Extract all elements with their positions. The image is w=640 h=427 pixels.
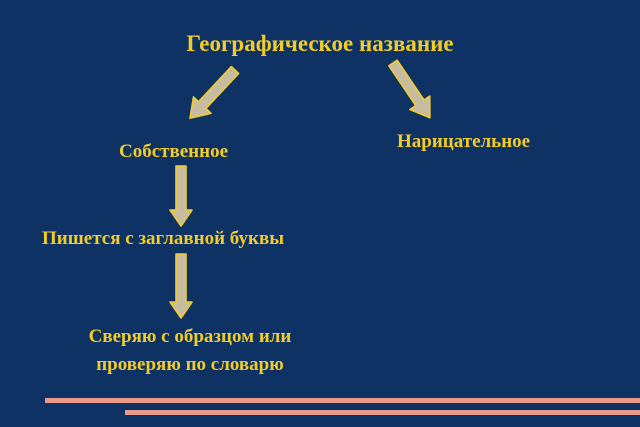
arrow-to-capital-icon [169, 165, 193, 227]
arrow-to-check-icon [169, 253, 193, 319]
check-line-1: Сверяю с образцом или [88, 326, 292, 347]
arrow-to-proper-icon [189, 65, 240, 120]
arrow-to-common-icon [388, 59, 431, 119]
node-check-dictionary: Сверяю с образцом или проверяю по словар… [40, 323, 340, 378]
node-capital-letter: Пишется с заглавной буквы [42, 228, 285, 249]
node-common-noun: Нарицательное [397, 131, 531, 152]
node-proper-noun: Собственное [119, 141, 229, 162]
decorative-stripe-top [45, 398, 640, 403]
diagram-title: Географическое название [186, 31, 454, 56]
check-line-2: проверяю по словарю [96, 353, 284, 375]
decorative-stripe-bottom [125, 410, 640, 415]
